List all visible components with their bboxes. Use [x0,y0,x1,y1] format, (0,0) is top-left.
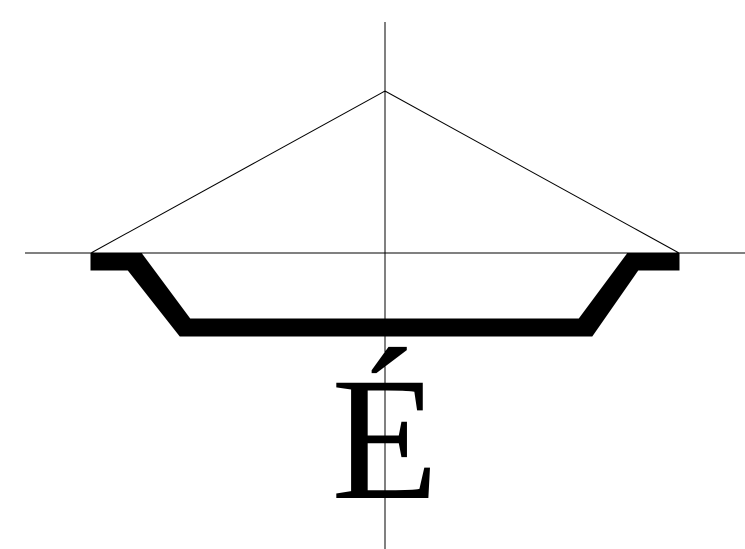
apex-triangle [90,90,680,254]
accent-profile-shape [90,252,680,337]
